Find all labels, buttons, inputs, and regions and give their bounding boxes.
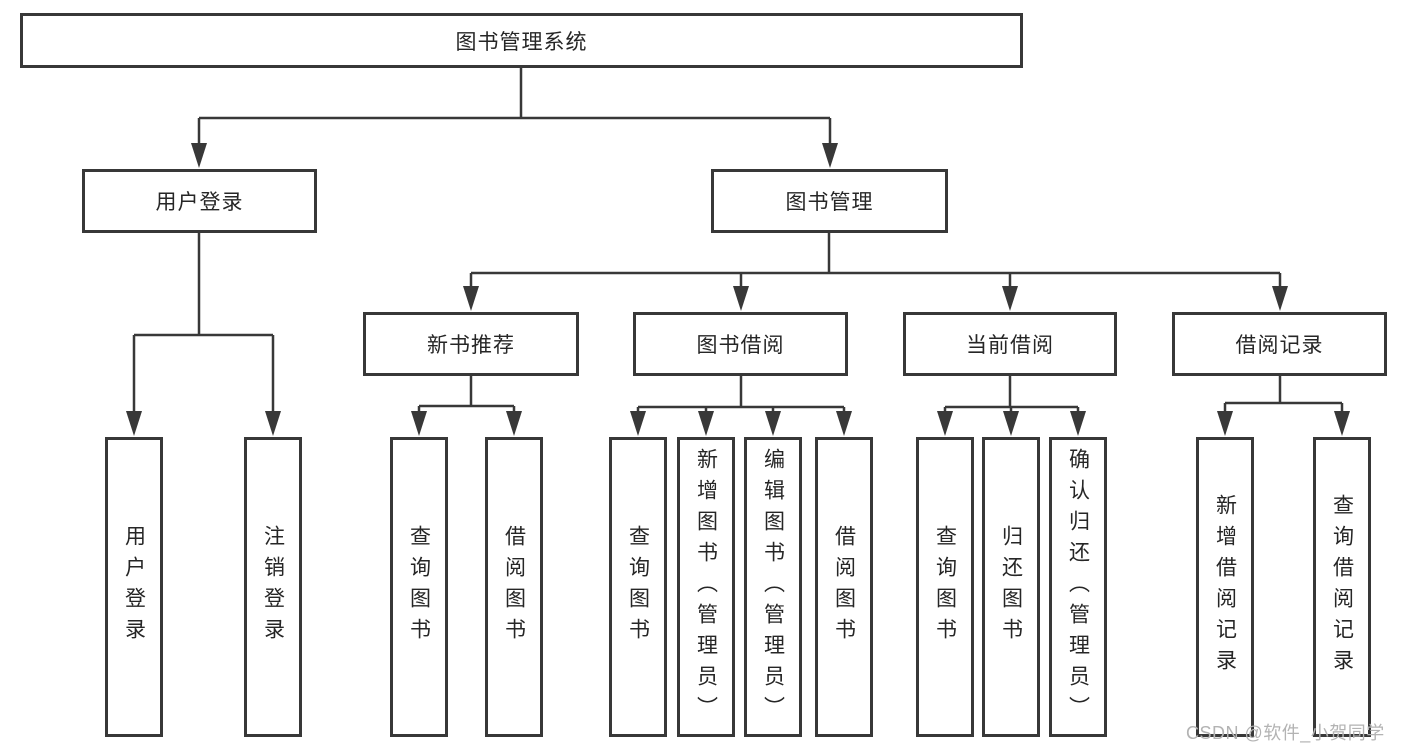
arrow-icon: [191, 143, 207, 168]
node-label: 借阅记录: [1235, 334, 1324, 357]
arrow-icon: [765, 411, 781, 436]
leaf-label: 借阅图书: [502, 525, 526, 649]
arrow-icon: [126, 411, 142, 436]
connector-userlogin-to-leaves: [132, 233, 275, 420]
node-user-login: 用户登录: [82, 169, 317, 233]
leaf-edit-books-admin: 编辑图书（管理员）: [744, 437, 802, 737]
arrow-icon: [733, 286, 749, 311]
leaf-query-books-current: 查询图书: [916, 437, 974, 737]
node-library-management-system: 图书管理系统: [20, 13, 1023, 68]
csdn-watermark: CSDN @软件_小贺同学: [1186, 723, 1385, 743]
node-borrowing-records: 借阅记录: [1172, 312, 1387, 376]
connector-bookmgmt-to-level3: [469, 233, 1282, 296]
leaf-user-login: 用户登录: [105, 437, 163, 737]
node-label: 图书管理系统: [455, 30, 588, 54]
leaf-label: 借阅图书: [832, 525, 856, 649]
leaf-add-books-admin: 新增图书（管理员）: [677, 437, 735, 737]
node-label: 当前借阅: [966, 334, 1054, 357]
leaf-label: 归还图书: [999, 525, 1023, 649]
arrow-icon: [506, 411, 522, 436]
leaf-label: 查询图书: [933, 525, 957, 649]
leaf-label: 新增借阅记录: [1213, 494, 1237, 680]
connector-root-to-level2: [197, 68, 832, 152]
leaf-query-books-borrowing: 查询图书: [609, 437, 667, 737]
connector-records-to-leaves: [1223, 376, 1344, 420]
node-label: 用户登录: [155, 191, 244, 214]
arrow-icon: [698, 411, 714, 436]
connector-bookborrow-to-leaves: [636, 376, 846, 420]
leaf-borrow-books-recommend: 借阅图书: [485, 437, 543, 737]
leaf-label: 确认归还（管理员）: [1066, 447, 1090, 727]
leaf-query-books-recommend: 查询图书: [390, 437, 448, 737]
leaf-label: 查询图书: [407, 525, 431, 649]
node-label: 图书借阅: [696, 334, 785, 357]
leaf-query-borrowing-record: 查询借阅记录: [1313, 437, 1371, 737]
node-book-management: 图书管理: [711, 169, 948, 233]
leaf-add-borrowing-record: 新增借阅记录: [1196, 437, 1254, 737]
arrow-icon: [630, 411, 646, 436]
node-current-borrowing: 当前借阅: [903, 312, 1117, 376]
node-new-book-recommendation: 新书推荐: [363, 312, 579, 376]
arrow-icon: [822, 143, 838, 168]
node-label: 新书推荐: [427, 334, 515, 357]
arrow-icon: [265, 411, 281, 436]
arrow-icon: [836, 411, 852, 436]
arrow-icon: [1002, 286, 1018, 311]
arrow-icon: [937, 411, 953, 436]
leaf-label: 查询借阅记录: [1330, 494, 1354, 680]
leaf-borrow-books-borrowing: 借阅图书: [815, 437, 873, 737]
arrow-icon: [1217, 411, 1233, 436]
node-book-borrowing: 图书借阅: [633, 312, 848, 376]
arrow-icon: [1334, 411, 1350, 436]
leaf-label: 注销登录: [261, 525, 285, 649]
leaf-logout-login: 注销登录: [244, 437, 302, 737]
leaf-confirm-return-admin: 确认归还（管理员）: [1049, 437, 1107, 737]
leaf-label: 编辑图书（管理员）: [761, 447, 785, 727]
node-label: 图书管理: [785, 191, 874, 214]
leaf-label: 查询图书: [626, 525, 650, 649]
arrow-icon: [1272, 286, 1288, 311]
arrow-icon: [1003, 411, 1019, 436]
leaf-return-books: 归还图书: [982, 437, 1040, 737]
arrowheads: [126, 143, 1350, 436]
leaf-label: 用户登录: [122, 525, 146, 649]
arrow-icon: [463, 286, 479, 311]
arrow-icon: [411, 411, 427, 436]
connector-newbook-to-leaves: [417, 376, 516, 420]
arrow-icon: [1070, 411, 1086, 436]
leaf-label: 新增图书（管理员）: [694, 447, 718, 727]
